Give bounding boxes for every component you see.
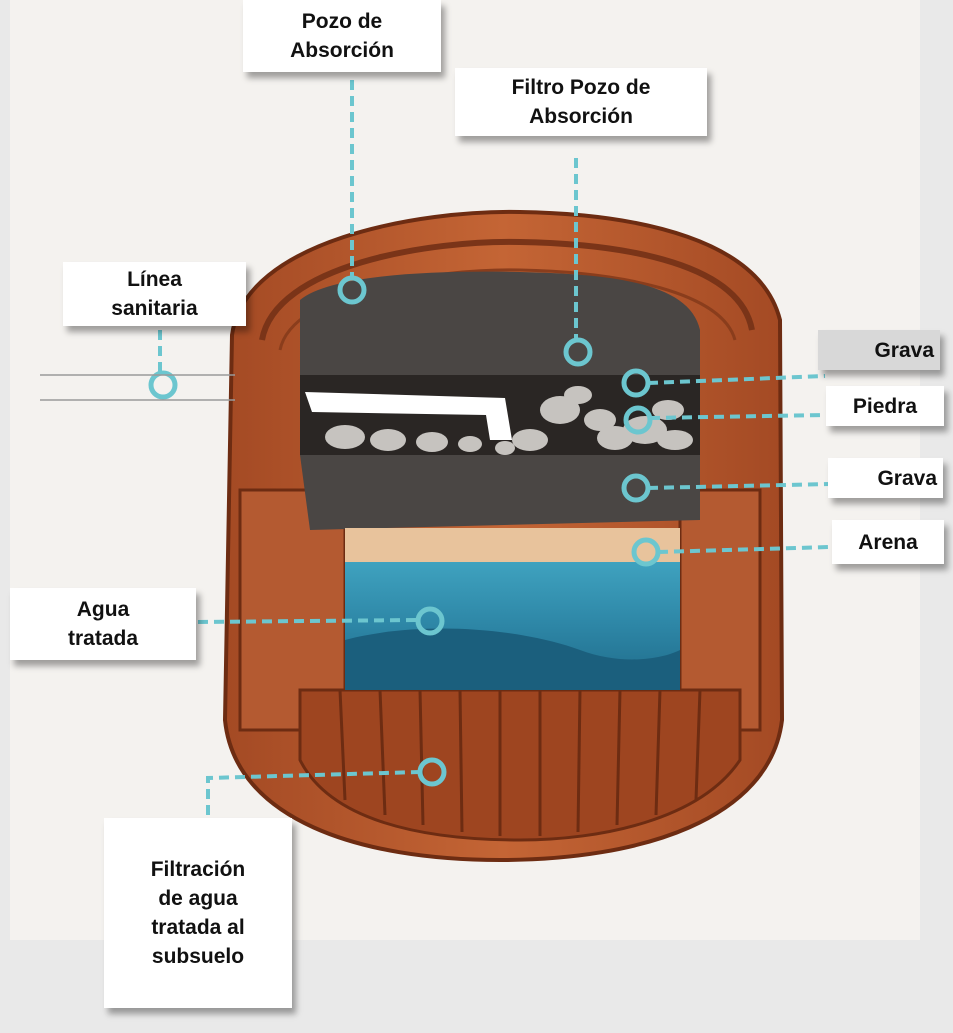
marker-grava-bottom bbox=[621, 473, 651, 503]
sanitary-pipe bbox=[305, 392, 512, 440]
sand-layer bbox=[345, 528, 680, 564]
label-arena-text: Arena bbox=[858, 530, 918, 554]
label-filtro-line2: Absorción bbox=[529, 105, 633, 128]
label-agua-line1: Agua bbox=[76, 598, 130, 621]
label-filtracion-line4: subsuelo bbox=[151, 945, 245, 968]
stones bbox=[325, 386, 693, 455]
label-filtro-line1: Filtro Pozo de bbox=[511, 76, 651, 99]
marker-pozo bbox=[337, 275, 367, 305]
leader-markers bbox=[148, 275, 661, 787]
filter-layers bbox=[300, 271, 700, 690]
label-piedra: Piedra bbox=[826, 386, 944, 426]
marker-linea bbox=[148, 370, 178, 400]
marker-filtro bbox=[563, 337, 593, 367]
label-grava-bottom-text: Grava bbox=[877, 466, 937, 490]
label-grava-bottom: Grava bbox=[828, 458, 943, 498]
label-agua-tratada: Agua tratada bbox=[10, 588, 196, 660]
label-pozo-line2: Absorción bbox=[290, 39, 394, 62]
label-grava-top-text: Grava bbox=[874, 338, 934, 362]
label-agua-line2: tratada bbox=[67, 627, 139, 650]
label-filtro-pozo: Filtro Pozo de Absorción bbox=[455, 68, 707, 136]
marker-grava-top bbox=[621, 368, 651, 398]
marker-piedra bbox=[623, 405, 653, 435]
label-filtracion-line1: Filtración bbox=[150, 858, 246, 881]
marker-agua bbox=[415, 606, 445, 636]
marker-filtracion bbox=[417, 757, 447, 787]
label-arena: Arena bbox=[832, 520, 944, 564]
label-piedra-text: Piedra bbox=[852, 394, 918, 418]
label-pozo-de-absorcion: Pozo de Absorción bbox=[243, 0, 441, 72]
label-filtracion-line3: tratada al bbox=[151, 916, 245, 939]
label-linea-sanitaria: Línea sanitaria bbox=[63, 262, 246, 326]
marker-arena bbox=[631, 537, 661, 567]
label-linea-line2: sanitaria bbox=[111, 297, 198, 320]
sanitary-line-guides bbox=[40, 374, 235, 401]
label-linea-line1: Línea bbox=[127, 268, 182, 291]
label-grava-top: Grava bbox=[818, 330, 940, 370]
label-filtracion-line2: de agua bbox=[158, 887, 238, 910]
label-pozo-line1: Pozo de bbox=[301, 10, 383, 33]
leader-lines bbox=[158, 80, 831, 815]
label-filtracion: Filtración de agua tratada al subsuelo bbox=[104, 818, 292, 1008]
